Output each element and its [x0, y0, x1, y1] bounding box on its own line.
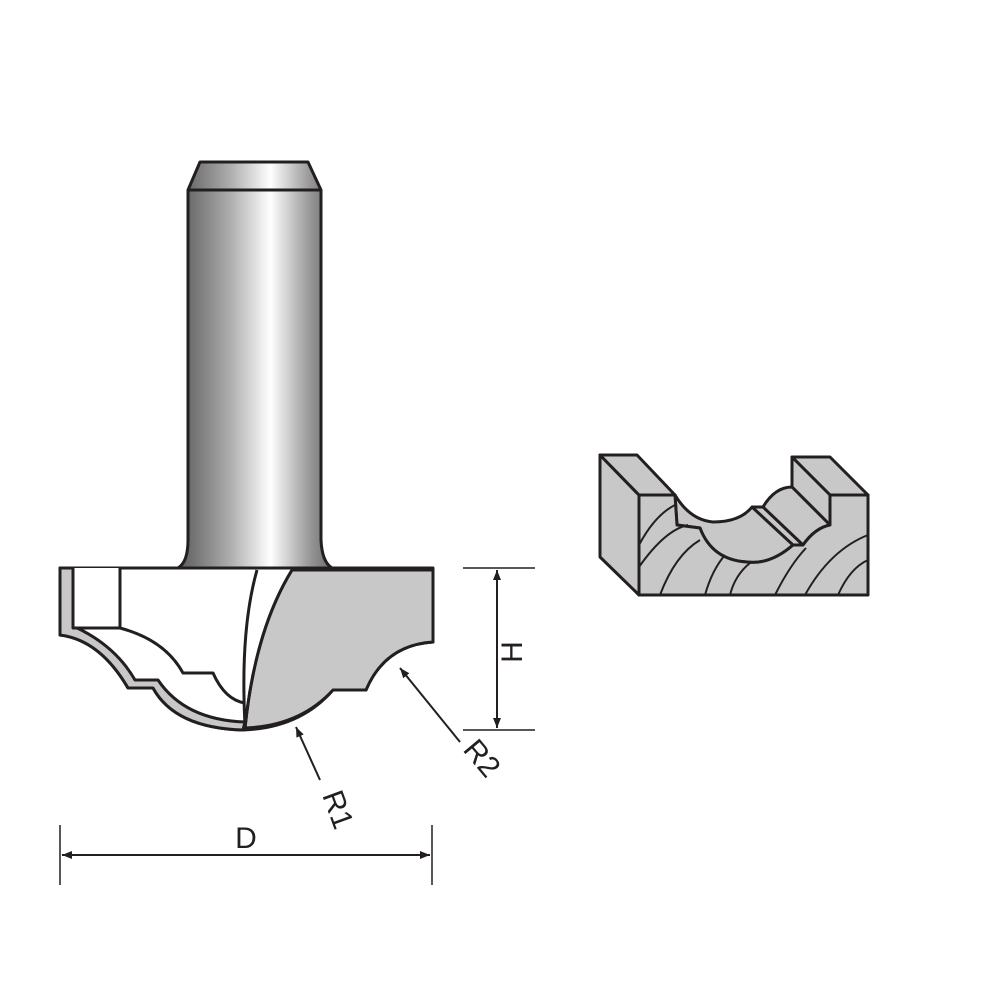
flute-edge-2: [243, 569, 294, 729]
r2-label: R2: [457, 733, 507, 784]
wood-cove-line: [750, 505, 795, 547]
inner-profile: [119, 626, 246, 705]
shoulder-block: [71, 568, 122, 630]
shank: [176, 160, 334, 570]
wood-front-face: [637, 493, 870, 597]
wood-cove-line-2: [761, 505, 805, 547]
wood-grain: [638, 504, 869, 596]
r1-label: R1: [315, 786, 359, 833]
wood-sample: [598, 453, 870, 597]
height-label: H: [496, 641, 529, 663]
diameter-label: D: [235, 822, 257, 855]
flute-edge: [242, 569, 259, 726]
r2-arrow: [399, 667, 461, 743]
r1-arrow: [295, 726, 321, 781]
